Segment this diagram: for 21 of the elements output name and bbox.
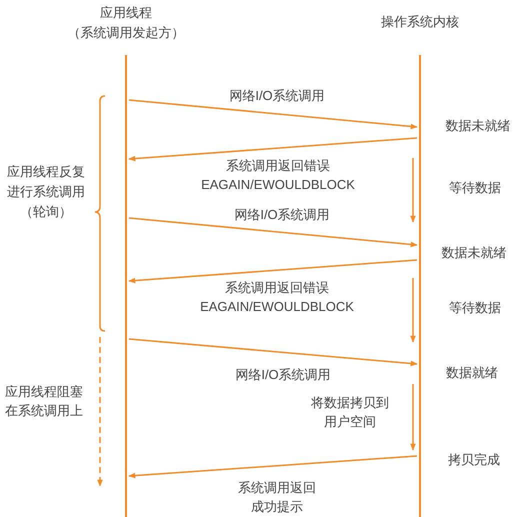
arrow bbox=[128, 99, 418, 130]
edge-label: 网络I/O系统调用 bbox=[235, 365, 331, 384]
arrow bbox=[128, 455, 418, 478]
arrow bbox=[128, 217, 418, 248]
participant-subtitle: （系统调用发起方） bbox=[66, 24, 186, 42]
note-text: 数据就绪 bbox=[446, 364, 498, 382]
note-text: 等待数据 bbox=[449, 299, 501, 317]
note-text: 数据未就绪 bbox=[442, 244, 506, 262]
note-text: 拷贝完成 bbox=[448, 451, 500, 469]
note-text: 应用线程阻塞在系统调用上 bbox=[5, 383, 84, 420]
edge-label: 网络I/O系统调用 bbox=[234, 205, 330, 224]
note-text: 等待数据 bbox=[449, 179, 501, 197]
note-text: 数据未就绪 bbox=[446, 117, 510, 135]
participant-title: 操作系统内核 bbox=[380, 13, 460, 31]
arrow bbox=[128, 338, 418, 366]
arrow bbox=[128, 137, 418, 162]
note-text: 将数据拷贝到用户空间 bbox=[310, 394, 390, 431]
note-text: 应用线程反复进行系统调用（轮询） bbox=[6, 163, 86, 221]
participant-title: 应用线程 bbox=[99, 4, 153, 22]
edge-label: 网络I/O系统调用 bbox=[229, 86, 325, 105]
arrow bbox=[128, 259, 418, 284]
